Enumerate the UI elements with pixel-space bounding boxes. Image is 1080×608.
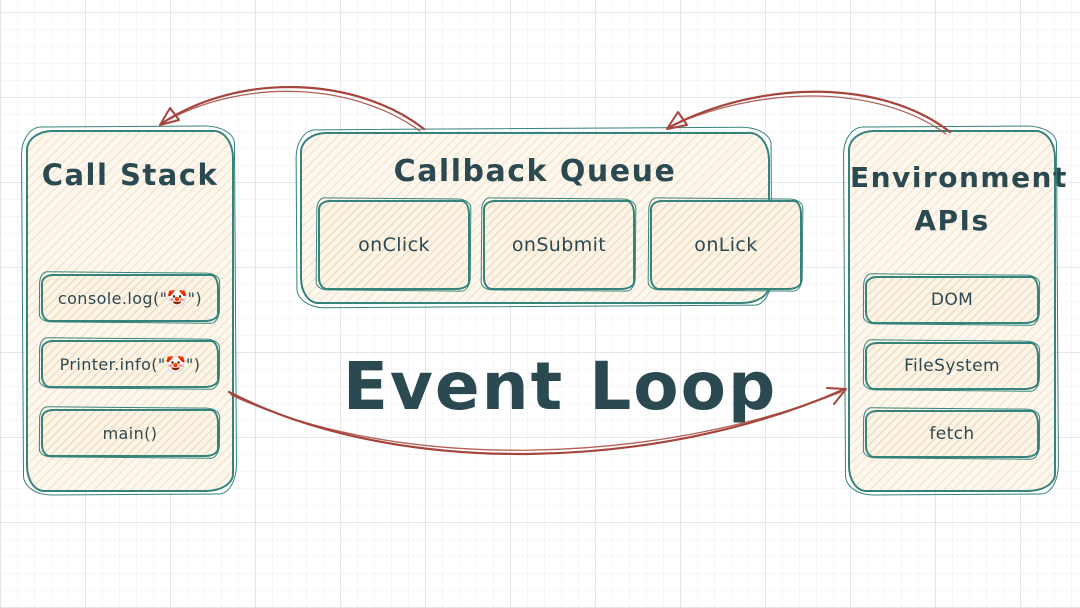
stack-frame-main: main() <box>41 409 219 457</box>
call-stack-title: Call Stack <box>41 158 219 192</box>
callback-queue-panel: Callback Queue onClick onSubmit onLick <box>300 132 802 304</box>
api-item-fetch: fetch <box>865 410 1039 458</box>
queue-item-onsubmit: onSubmit <box>483 200 635 290</box>
stack-frame-console-log: console.log("🤡") <box>41 274 219 322</box>
arrow-env-to-queue <box>666 90 952 135</box>
arrow-queue-to-stack <box>159 86 426 132</box>
call-stack-panel: Call Stack console.log("🤡") Printer.info… <box>26 130 234 492</box>
environment-apis-panel: Environment APIs DOM FileSystem fetch <box>848 130 1068 492</box>
event-loop-heading: Event Loop <box>342 348 778 425</box>
api-item-dom: DOM <box>865 276 1039 324</box>
stack-frame-printer-info: Printer.info("🤡") <box>41 340 219 388</box>
api-item-filesystem: FileSystem <box>865 342 1039 390</box>
environment-apis-title-line2: APIs <box>914 204 990 238</box>
environment-apis-title-line1: Environment <box>850 161 1068 194</box>
callback-queue-title: Callback Queue <box>393 154 677 189</box>
environment-apis-title: Environment APIs <box>850 156 1068 243</box>
queue-item-onlick: onLick <box>650 200 802 290</box>
queue-item-onclick: onClick <box>318 200 470 290</box>
